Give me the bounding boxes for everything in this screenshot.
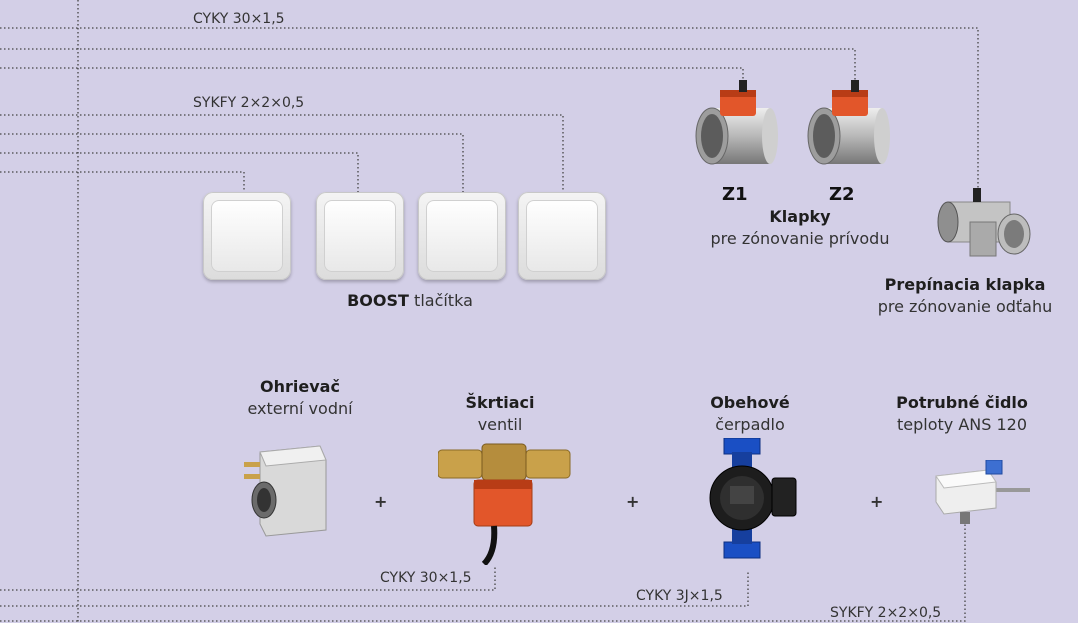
wire-cyky-z2 (0, 48, 856, 84)
wire-cyky-z1 (0, 67, 744, 84)
heater-title: Ohrievač (260, 377, 340, 396)
cable-label-cyky-valve: CYKY 30×1,5 (380, 570, 472, 586)
heater-caption: Ohrievač externí vodní (200, 376, 400, 420)
boost-button-2 (316, 192, 404, 280)
pump-title: Obehové (710, 393, 790, 412)
cable-label-sykfy-sensor: SYKFY 2×2×0,5 (830, 605, 942, 621)
boost-button-4 (518, 192, 606, 280)
valve-image (438, 443, 571, 565)
wire-valve (0, 565, 496, 591)
boost-subtitle: tlačítka (408, 291, 473, 310)
cable-label-cyky-top: CYKY 30×1,5 (193, 11, 285, 27)
cable-label-sykfy-top: SYKFY 2×2×0,5 (193, 95, 305, 111)
damper-z1-image (695, 80, 778, 165)
sensor-caption: Potrubné čidlo teploty ANS 120 (862, 392, 1062, 436)
damper-z2-image (807, 80, 890, 165)
pump-subtitle: čerpadlo (715, 415, 785, 434)
switch-damper-image (937, 188, 1031, 257)
sensor-title: Potrubné čidlo (896, 393, 1028, 412)
valve-caption: Škrtiaci ventil (400, 392, 600, 436)
wire-sykfy-btn1 (0, 171, 245, 192)
wire-sensor (0, 520, 966, 622)
wire-pump (0, 570, 749, 607)
pump-caption: Obehové čerpadlo (650, 392, 850, 436)
dampers-title: Klapky (769, 207, 831, 226)
plus-sign-2: + (626, 492, 640, 511)
cable-label-cyky-pump: CYKY 3J×1,5 (636, 588, 723, 604)
heater-subtitle: externí vodní (247, 399, 353, 418)
pump-image (709, 438, 797, 559)
wire-sykfy-btn2 (0, 152, 359, 192)
sensor-image (935, 460, 1030, 524)
sensor-subtitle: teploty ANS 120 (896, 415, 1028, 434)
damper-z2-label: Z2 (829, 184, 855, 205)
boost-title: BOOST (347, 291, 409, 310)
switch-damper-title: Prepínacia klapka (884, 275, 1046, 294)
valve-subtitle: ventil (477, 415, 523, 434)
valve-title: Škrtiaci (465, 393, 535, 412)
dampers-subtitle: pre zónovanie prívodu (710, 229, 890, 248)
dampers-caption: Klapky pre zónovanie prívodu (690, 206, 910, 250)
boost-button-3 (418, 192, 506, 280)
plus-sign-1: + (374, 492, 388, 511)
boost-button-1 (203, 192, 291, 280)
switch-damper-caption: Prepínacia klapka pre zónovanie odťahu (860, 274, 1070, 318)
plus-sign-3: + (870, 492, 884, 511)
heater-image (244, 445, 327, 537)
boost-caption: BOOST tlačítka (300, 290, 520, 312)
switch-damper-subtitle: pre zónovanie odťahu (877, 297, 1053, 316)
damper-z1-label: Z1 (722, 184, 748, 205)
wire-sykfy-btn3 (0, 133, 464, 192)
